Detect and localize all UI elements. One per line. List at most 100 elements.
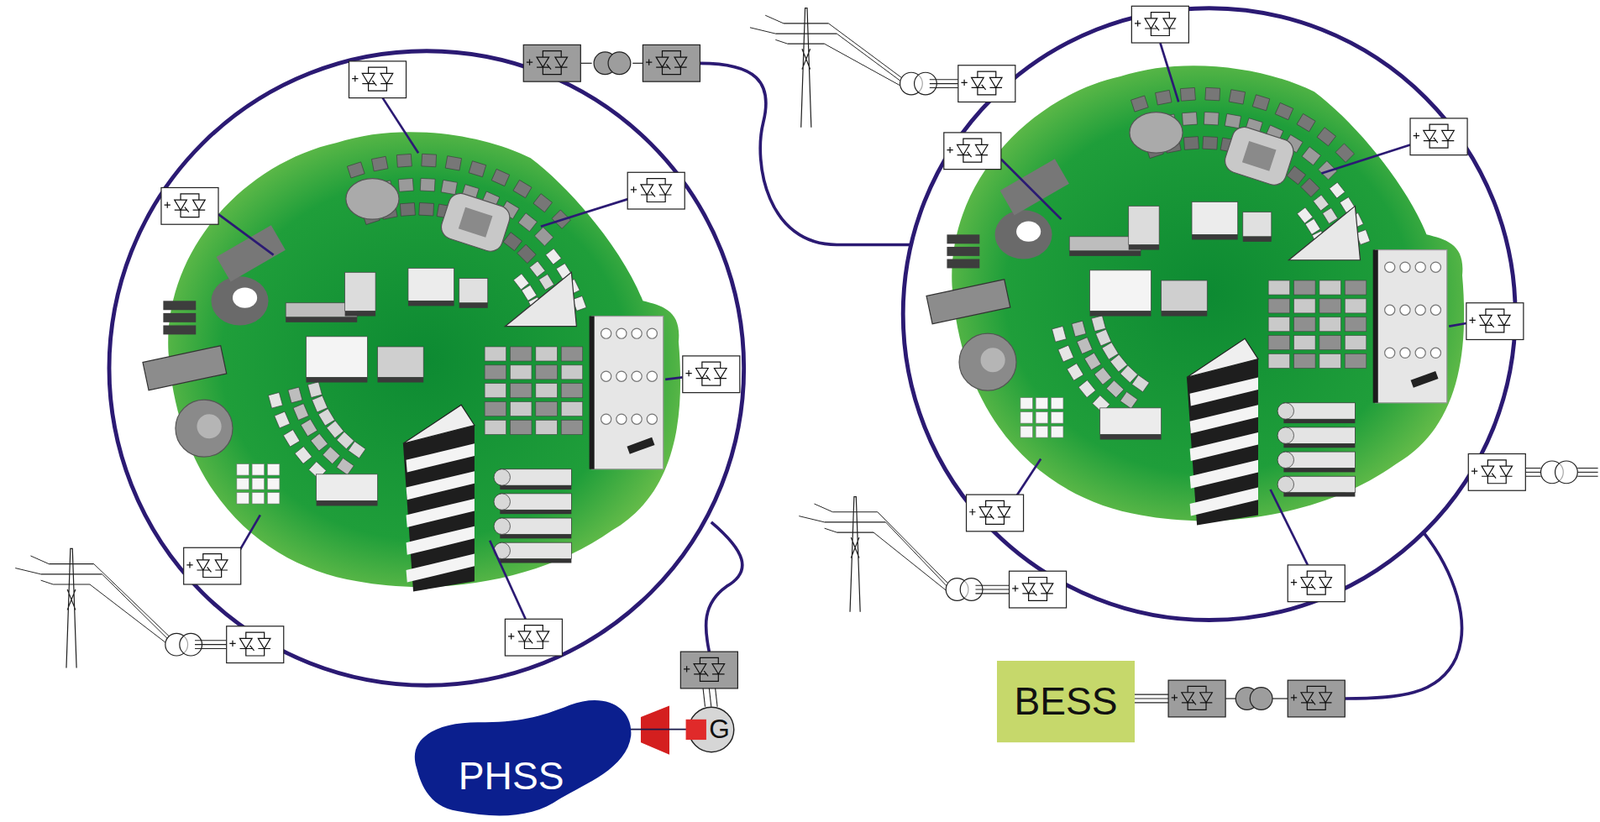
building-block: [398, 178, 414, 193]
tank: [175, 399, 233, 457]
building-block: [346, 162, 365, 179]
diode-symbol: [1442, 130, 1455, 141]
city-illustration: [142, 131, 681, 592]
diode-symbol: [1200, 692, 1213, 703]
cable: [706, 522, 743, 652]
thyristor-symbol: [536, 57, 551, 70]
diode-symbol: [555, 57, 568, 68]
building-shadow: [1283, 443, 1355, 448]
building-block: [509, 402, 532, 417]
converter-wiring: [1306, 686, 1326, 710]
converter-wiring: [246, 632, 265, 656]
factory-tank: [631, 371, 642, 382]
transformer-winding: [1555, 461, 1579, 484]
building-block: [251, 493, 265, 504]
converter-box: [161, 187, 219, 225]
cable: [699, 62, 910, 245]
overhead-wire: [814, 503, 834, 513]
factory-edge: [1373, 250, 1379, 404]
cable: [1344, 532, 1462, 699]
diode-symbol: [257, 638, 271, 649]
building-shadow: [499, 485, 572, 490]
building-block: [236, 478, 250, 490]
dome: [346, 178, 399, 221]
building-block: [1283, 403, 1355, 420]
thyristor-symbol: [696, 367, 711, 381]
three-phase-line: [702, 688, 705, 708]
diode-symbol: [1040, 583, 1054, 594]
building-block: [293, 403, 309, 421]
factory-building: [1375, 250, 1448, 404]
converter-box: [523, 44, 581, 82]
diode-symbol: [193, 199, 206, 210]
reservoir-shape: [414, 700, 631, 817]
building-block: [1316, 127, 1336, 147]
factory-tank: [1384, 304, 1396, 315]
node-label: BESS: [1013, 680, 1118, 724]
factory-tank: [631, 328, 642, 339]
building-block: [1319, 280, 1342, 295]
diode-symbol: [713, 367, 727, 378]
converter-wiring: [1150, 12, 1170, 37]
building-block: [1268, 280, 1291, 295]
converter-symbol: [627, 172, 685, 210]
converter-symbol: [1168, 680, 1226, 718]
plus-sign: [508, 633, 515, 640]
factory-tank: [646, 414, 657, 425]
overhead-wire: [750, 27, 776, 34]
converter-box: [680, 651, 738, 689]
diode-symbol: [997, 507, 1011, 518]
converter-box: [1287, 565, 1345, 603]
building-stripe: [1190, 432, 1259, 462]
building-stripe: [406, 526, 475, 556]
converter-wiring: [661, 51, 681, 75]
building-block: [484, 402, 507, 417]
converter-wiring: [203, 554, 222, 578]
building-block: [459, 278, 488, 304]
pipe-structure: [926, 279, 1011, 325]
converter-symbol: [944, 132, 1002, 170]
diode-symbol: [712, 664, 725, 675]
building-block: [1300, 178, 1320, 197]
building-block: [535, 383, 558, 399]
building-block: [1131, 95, 1149, 112]
plus-sign: [1471, 468, 1478, 475]
leader-line: [382, 98, 420, 154]
building-stripe: [406, 471, 475, 500]
thyristor-symbol: [196, 560, 211, 573]
three-phase-line: [194, 640, 227, 641]
building-block: [318, 409, 336, 426]
building-block: [484, 365, 507, 380]
building-block: [1128, 205, 1160, 245]
building-block: [529, 261, 546, 278]
diode-symbol: [1319, 692, 1333, 703]
converter-box: [958, 65, 1016, 103]
building-block: [535, 419, 558, 435]
building-block: [1035, 398, 1049, 410]
factory-tank: [1430, 347, 1441, 358]
roof-building: [504, 272, 577, 326]
building-tower: [1277, 427, 1294, 444]
building-block: [371, 156, 388, 172]
diode-symbol: [1500, 466, 1513, 477]
thyristor-symbol: [174, 199, 189, 213]
building-block: [1224, 113, 1241, 128]
pylon: [775, 8, 837, 128]
leader-line: [1001, 158, 1062, 220]
three-phase-line: [929, 83, 959, 84]
building-block: [539, 274, 555, 291]
building-block: [419, 203, 435, 216]
tank-top: [232, 288, 258, 309]
building-block: [1161, 280, 1208, 311]
converter-box: [642, 44, 700, 82]
three-phase-line: [194, 644, 227, 646]
node-label: PHSS: [458, 755, 565, 798]
overhead-wire: [836, 33, 904, 84]
octagon-building: [1222, 124, 1297, 189]
plus-sign: [685, 370, 692, 377]
factory-tank: [1415, 304, 1426, 315]
building-block: [1205, 87, 1221, 100]
thyristor-symbol: [1144, 18, 1160, 32]
